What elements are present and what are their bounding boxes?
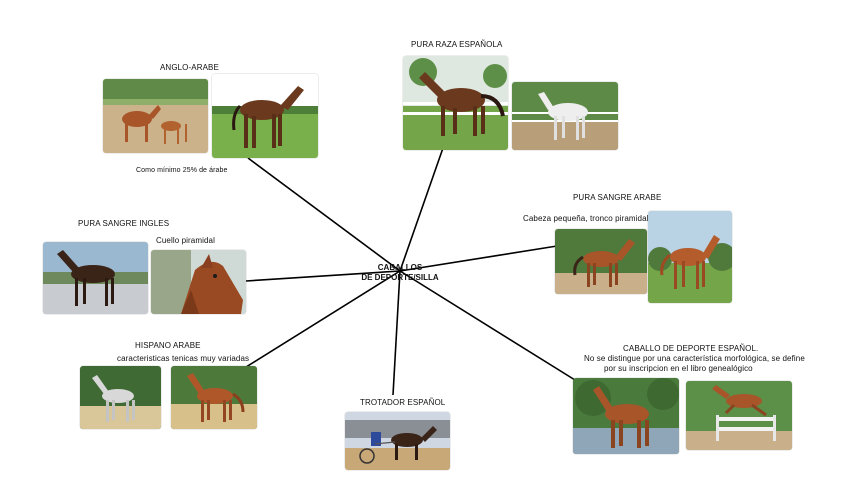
pura-sangre-ingles-photo-head [151, 250, 246, 314]
connector-trotador-espanol [392, 270, 401, 396]
hispano-arabe-photo-grey [80, 366, 161, 429]
caballo-deporte-espanol-photo-jumping [686, 381, 792, 450]
connector-pura-sangre-arabe [399, 245, 558, 272]
hispano-arabe-photo-chestnut [171, 366, 257, 429]
trotador-espanol-photo-harness-race [345, 412, 450, 470]
anglo-arabe-photo-bay [212, 74, 318, 158]
anglo-arabe-note: Como mínimo 25% de árabe [136, 167, 228, 174]
pura-sangre-arabe-photo-chestnut-1 [555, 229, 647, 294]
connector-caballo-deporte-espanol [399, 270, 576, 381]
connector-pura-raza-espanola [399, 147, 444, 272]
caballo-deporte-espanol-title: CABALLO DE DEPORTE ESPAÑOL. [623, 344, 759, 353]
central-title-line2: DE DEPORTE/SILLA [361, 273, 439, 282]
pura-raza-espanola-photo-grey [512, 82, 618, 150]
pura-sangre-ingles-title: PURA SANGRE INGLES [78, 219, 170, 228]
caballo-deporte-espanol-photo-chestnut [573, 378, 679, 454]
hispano-arabe-note: caracteristicas tenicas muy variadas [117, 354, 250, 363]
pura-raza-espanola-photo-bay [403, 56, 508, 150]
connector-anglo-arabe [247, 157, 401, 272]
connector-hispano-arabe [245, 270, 401, 368]
anglo-arabe-photo-mare-foal [103, 79, 208, 153]
pura-sangre-arabe-title: PURA SANGRE ARABE [573, 193, 662, 202]
central-title-line1: CABALLOS [377, 263, 423, 272]
caballo-deporte-espanol-note-line1: No se distingue por una característica m… [584, 354, 805, 363]
pura-sangre-ingles-photo-dark-bay [43, 242, 148, 314]
pura-raza-espanola-title: PURA RAZA ESPAÑOLA [411, 40, 503, 49]
pura-sangre-ingles-note: Cuello piramidal [156, 236, 215, 245]
caballo-deporte-espanol-note-line2: por su inscripcion en el libro genealógi… [604, 364, 753, 373]
pura-sangre-arabe-photo-chestnut-2 [648, 211, 732, 303]
connector-pura-sangre-ingles [245, 270, 401, 282]
anglo-arabe-title: ANGLO-ARABE [160, 63, 219, 72]
pura-sangre-arabe-note: Cabeza pequeña, tronco piramidal [523, 214, 649, 223]
hispano-arabe-title: HISPANO ARABE [135, 341, 201, 350]
trotador-espanol-title: TROTADOR ESPAÑOL [360, 398, 446, 407]
central-node: CABALLOS DE DEPORTE/SILLA [358, 263, 442, 283]
